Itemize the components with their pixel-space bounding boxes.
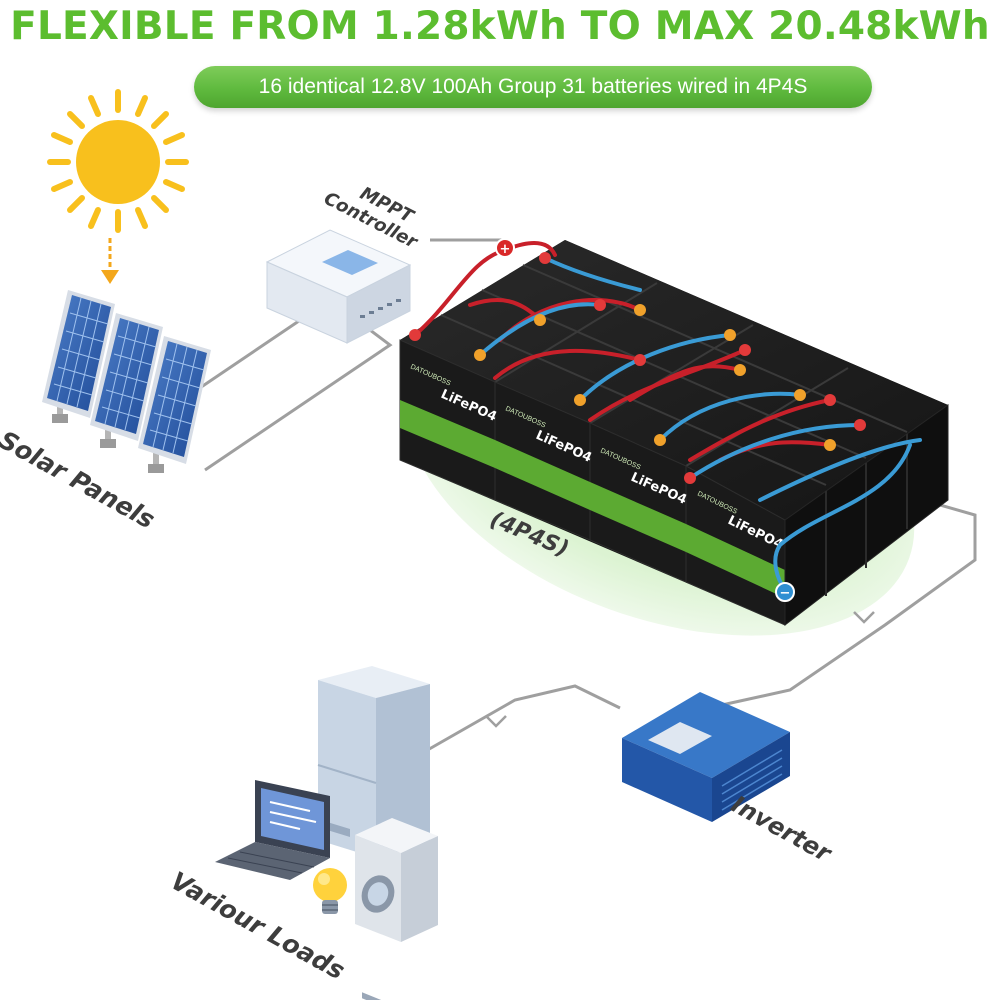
refrigerator-icon bbox=[317, 666, 430, 858]
light-bulb-icon bbox=[313, 868, 347, 914]
washing-machine-icon bbox=[355, 818, 438, 1000]
battery-bank-icon bbox=[399, 240, 949, 627]
negative-symbol: − bbox=[780, 586, 791, 601]
positive-terminal-icon: + bbox=[495, 238, 515, 258]
subtitle-text: 16 identical 12.8V 100Ah Group 31 batter… bbox=[258, 75, 808, 98]
battery-terminals bbox=[409, 252, 866, 484]
laptop-icon bbox=[215, 780, 330, 880]
negative-terminal-icon: − bbox=[775, 582, 795, 602]
sun-icon bbox=[47, 89, 189, 233]
page-title: FLEXIBLE FROM 1.28kWh TO MAX 20.48kWh bbox=[10, 4, 990, 49]
mppt-controller-icon bbox=[265, 229, 412, 344]
positive-symbol: + bbox=[500, 242, 511, 257]
subtitle-banner: 16 identical 12.8V 100Ah Group 31 batter… bbox=[194, 66, 872, 108]
inverter-icon bbox=[622, 692, 790, 822]
battery-cables bbox=[413, 241, 922, 592]
sun-arrow-icon bbox=[101, 238, 119, 284]
solar-panel-icon bbox=[42, 290, 211, 473]
